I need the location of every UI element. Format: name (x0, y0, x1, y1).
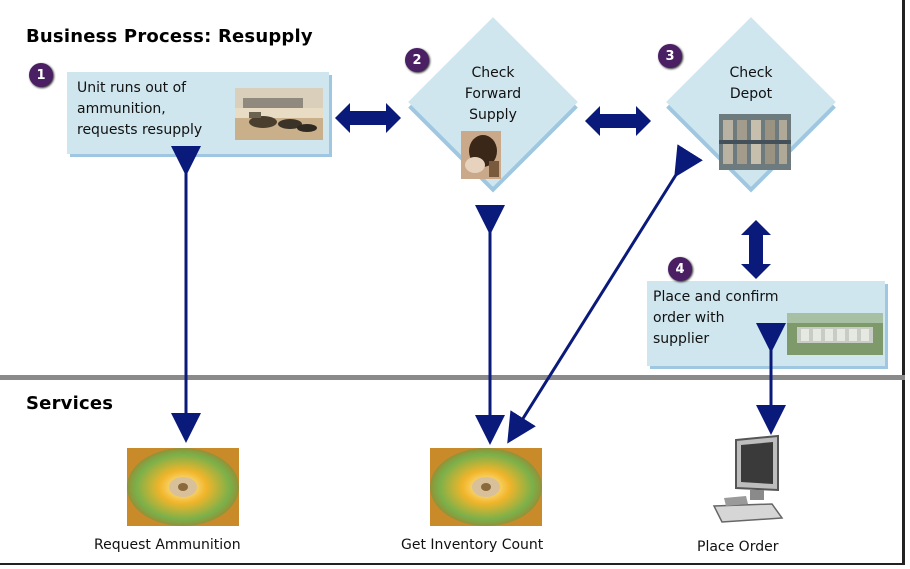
section-divider (0, 375, 905, 380)
step-3-badge: 3 (658, 44, 682, 68)
arrow-step3-get-inventory (507, 144, 703, 444)
step-2-text: Check Forward Supply (464, 65, 522, 123)
step-1-badge: 1 (29, 63, 53, 87)
step-1-box: Unit runs out of ammunition, requests re… (67, 72, 329, 154)
soldiers-photo (235, 88, 323, 140)
step-1-text: Unit runs out of ammunition, requests re… (77, 80, 203, 138)
cd-disc-icon (430, 448, 542, 526)
services-title: Services (26, 393, 114, 414)
cd-disc-icon (127, 448, 239, 526)
depot-photo (719, 114, 791, 170)
thick-arrow-1-2 (335, 103, 401, 133)
supplier-photo (787, 313, 883, 355)
service-get-inventory-count-label: Get Inventory Count (401, 537, 544, 553)
service-place-order-label: Place Order (697, 539, 779, 555)
forward-supply-photo (461, 131, 501, 179)
thick-arrow-3-4 (741, 220, 771, 279)
computer-icon (706, 434, 792, 526)
service-request-ammunition-label: Request Ammunition (94, 537, 241, 553)
step-3-text: Check Depot (729, 65, 773, 102)
thick-arrow-2-3 (585, 106, 651, 136)
step-2-badge: 2 (405, 48, 429, 72)
business-process-title: Business Process: Resupply (26, 26, 313, 47)
